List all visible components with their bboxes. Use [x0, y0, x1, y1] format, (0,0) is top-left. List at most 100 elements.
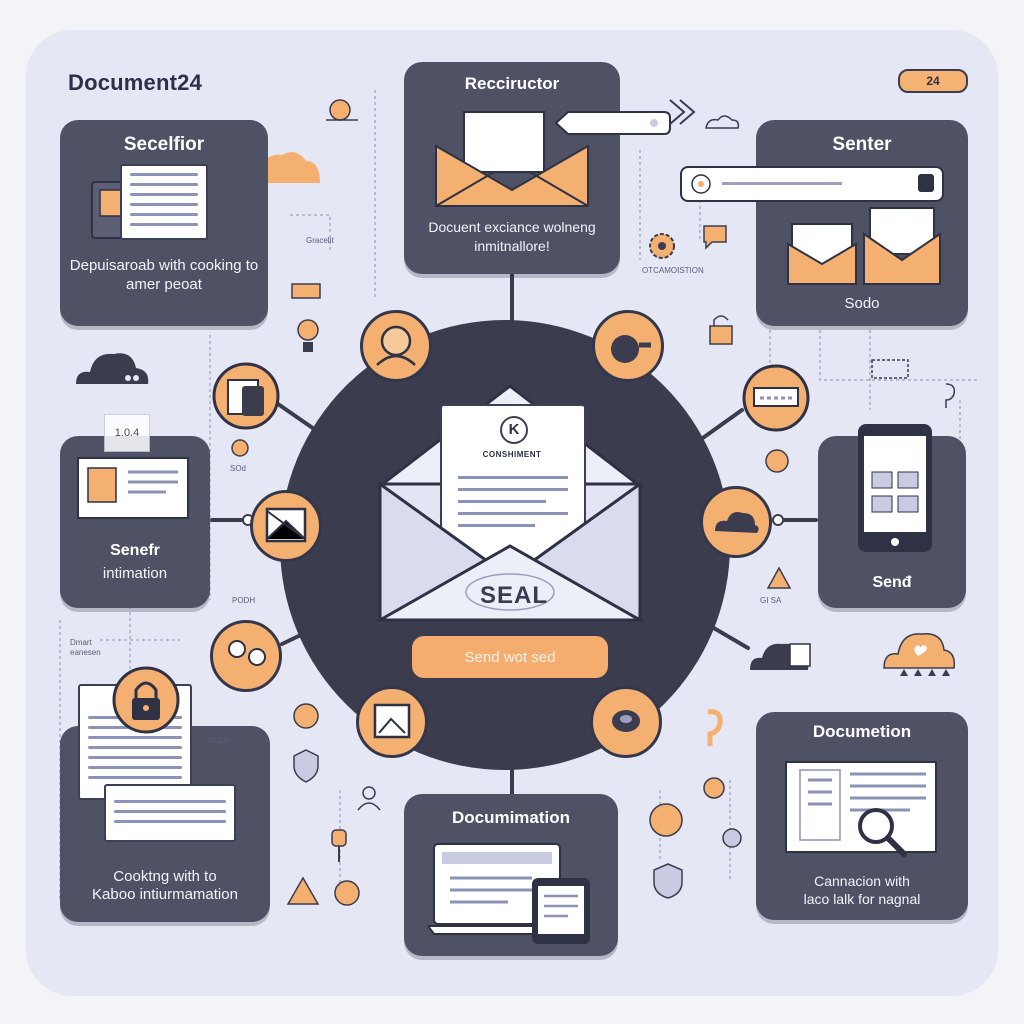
- label-gsa: GI SA: [760, 596, 782, 605]
- label-orderpoint: OTCAMOISTION: [642, 266, 704, 275]
- document-magnifier-icon: [785, 761, 937, 857]
- photo-frame-icon: [373, 703, 411, 739]
- shield-icon: [653, 863, 683, 899]
- node-kettle[interactable]: [592, 310, 664, 382]
- card-caption: Depuisaroab with cooking to amer peoat: [69, 257, 259, 293]
- card-sender-info[interactable]: Senefr intimation: [60, 436, 210, 608]
- card-caption-line1: Cooktng with to: [113, 868, 217, 885]
- card-title: Documetion: [812, 722, 912, 741]
- node-badge[interactable]: [740, 362, 812, 434]
- warning-icon: [766, 566, 792, 589]
- dashed-line: [819, 330, 980, 381]
- card-title: Senefr: [110, 542, 160, 559]
- dashed-frame-icon: [871, 359, 909, 379]
- target-icon: [691, 174, 711, 194]
- connector-dot: [772, 514, 784, 526]
- lock-open-icon: [709, 315, 733, 345]
- card-caption: Docuent exciance wolneng inmitnallore!: [428, 219, 596, 254]
- moon-icon: [326, 99, 358, 121]
- card-title: Documimation: [451, 808, 571, 827]
- people-icon: [228, 640, 266, 666]
- user-avatar-icon: [376, 325, 416, 366]
- letter-heading: CONSHIMENT: [482, 450, 542, 459]
- card-title: Secelfior: [123, 134, 205, 155]
- label-cert: Gracelit: [306, 236, 334, 245]
- coin-icon: [703, 777, 725, 799]
- node-people[interactable]: [210, 620, 282, 692]
- picture-icon: [265, 507, 307, 543]
- card-caption-line1: Cannacion with: [814, 873, 910, 889]
- hook-icon: [945, 383, 956, 408]
- search-input[interactable]: [680, 166, 944, 202]
- dashed-line: [290, 214, 331, 250]
- cloud-outline-icon: [705, 115, 740, 129]
- document-icon: [120, 164, 208, 240]
- hook-icon: [707, 709, 723, 746]
- node-profile[interactable]: [210, 360, 282, 432]
- card-caption: Sodo: [844, 295, 880, 312]
- card-subtitle: intimation: [102, 565, 168, 582]
- card-senter[interactable]: Senter Sodo: [756, 120, 968, 326]
- pin-icon: [331, 829, 347, 862]
- gear-icon: [649, 233, 675, 259]
- card-title: Recciructor: [464, 74, 560, 93]
- lock-icon: [112, 666, 180, 734]
- search-placeholder-line: [722, 182, 842, 185]
- warning-icon: [286, 876, 320, 905]
- node-user[interactable]: [360, 310, 432, 382]
- card-recruitor[interactable]: Recciructor Docuent exciance wolneng inm…: [404, 62, 671, 274]
- send-button[interactable]: Send wot sed: [412, 636, 608, 678]
- profile-card-icon: [77, 457, 189, 519]
- coin-icon: [293, 703, 319, 729]
- triangle-markers: [900, 669, 950, 676]
- letter-document: K CONSHIMENT: [440, 404, 586, 578]
- tag-note: 1.0.4: [104, 414, 150, 452]
- smartphone-icon: [858, 424, 932, 552]
- kettle-icon: [611, 335, 651, 363]
- card-caption-line2: Kaboo intiurmamation: [92, 886, 238, 903]
- chevron-right-icon: [669, 99, 686, 125]
- envelope-small-icon: [291, 283, 321, 299]
- chat-heart-icon: [703, 225, 727, 250]
- label-podh: PODH: [232, 596, 256, 605]
- node-photo[interactable]: [356, 686, 428, 758]
- cloud-icon: [715, 512, 759, 533]
- cloud-icon: [76, 353, 149, 384]
- coin-icon: [765, 449, 789, 473]
- envelope-icon: [435, 111, 589, 207]
- card-documination[interactable]: Documimation: [404, 794, 618, 956]
- brand-badge: 24: [898, 69, 968, 93]
- document-icon: [104, 784, 236, 842]
- label-sod: SOd: [230, 464, 247, 473]
- search-button[interactable]: [918, 174, 934, 192]
- user-icon: [357, 786, 381, 811]
- tag-label-icon: [554, 111, 671, 135]
- card-send[interactable]: Senđ: [818, 424, 966, 608]
- card-title: Senđ: [872, 574, 912, 591]
- card-title: Senter: [832, 134, 892, 155]
- card-secretor[interactable]: Secelfior Depuisaroab with cooking to am…: [60, 120, 268, 326]
- chat-bubble-icon: [612, 710, 640, 732]
- node-chat[interactable]: [590, 686, 662, 758]
- node-cloud[interactable]: [700, 486, 772, 558]
- chevron-right-icon: [679, 99, 696, 125]
- seal-label: SEAL: [479, 582, 548, 609]
- laptop-tablet-icon: [428, 843, 590, 944]
- label-sulb: SULB: [208, 736, 229, 745]
- lightbulb-icon: [297, 319, 319, 352]
- chat-badge-icon: [649, 803, 683, 837]
- card-documentation[interactable]: Documetion Cannacion with laco lalk for …: [756, 712, 968, 920]
- coin-icon: [231, 439, 249, 457]
- node-cloud-speech[interactable]: [744, 628, 814, 678]
- connector-upper-right: [698, 408, 744, 442]
- envelope-pair-icon: [787, 207, 941, 285]
- card-caption-line2: laco lalk for nagnal: [803, 891, 921, 907]
- heart-cloud-icon: [883, 633, 956, 669]
- shield-icon: [293, 749, 319, 783]
- coin-icon: [334, 880, 360, 906]
- label-dmart: Dmart eanesen: [70, 638, 101, 657]
- circle-icon: [722, 828, 742, 848]
- node-picture[interactable]: [250, 490, 322, 562]
- brand-title: Document24: [68, 70, 203, 95]
- letter-logo: K: [500, 416, 528, 444]
